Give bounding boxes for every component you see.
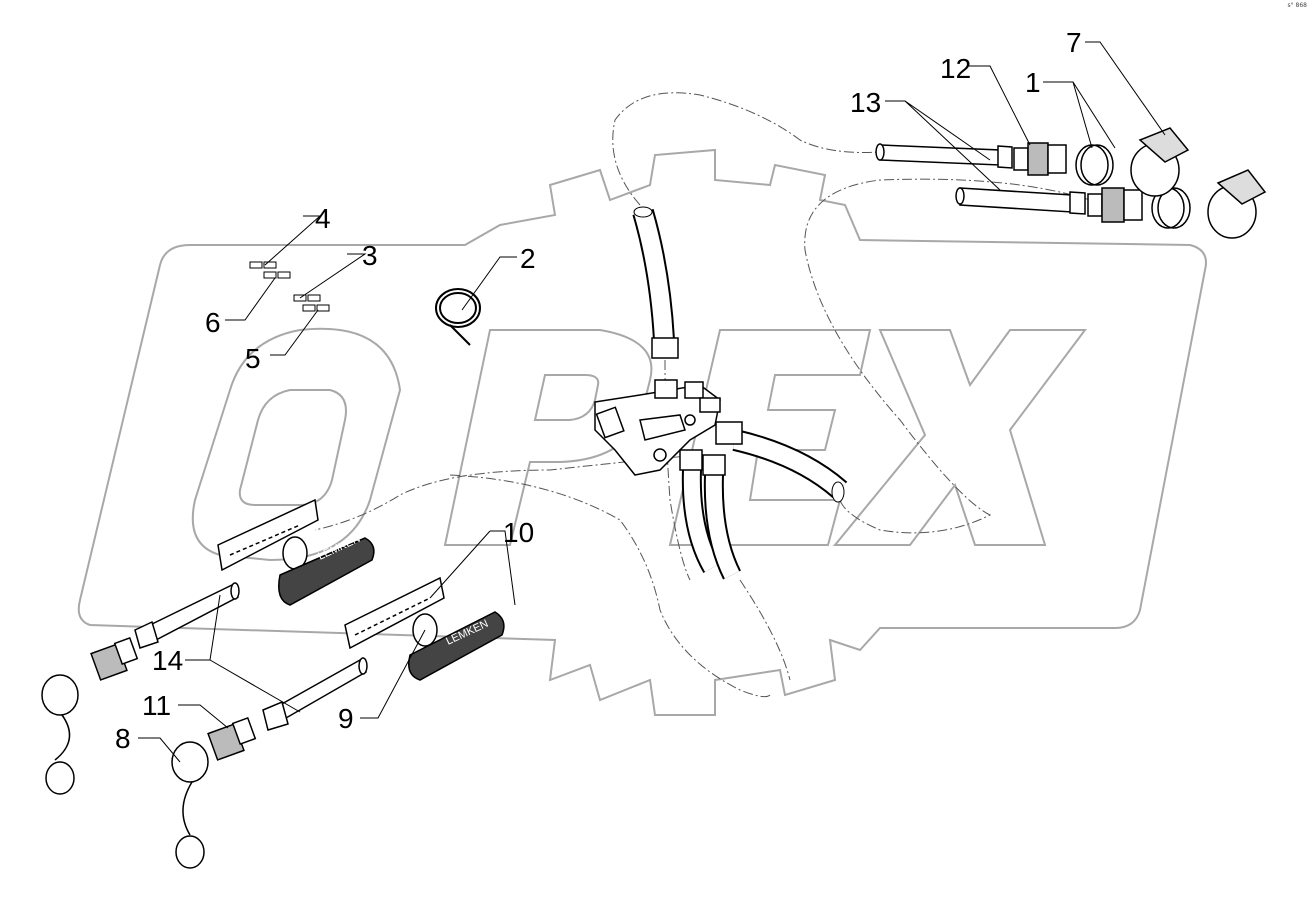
hose-down-pair bbox=[679, 449, 742, 580]
callout-14: 14 bbox=[152, 645, 183, 676]
dust-caps-top bbox=[1130, 127, 1267, 239]
callout-12: 12 bbox=[940, 53, 971, 84]
callout-10: 10 bbox=[503, 517, 534, 548]
handle-grip-left bbox=[217, 498, 375, 606]
routing-line-right bbox=[804, 178, 1091, 534]
callout-1: 1 bbox=[1025, 67, 1041, 98]
hose-right bbox=[715, 421, 848, 503]
corner-code: s° 868 bbox=[1287, 2, 1308, 9]
callout-8: 8 bbox=[115, 723, 131, 754]
hose-top-pair bbox=[875, 143, 1086, 215]
hose-upper bbox=[632, 206, 679, 359]
callout-3: 3 bbox=[362, 240, 378, 271]
coupling-top bbox=[1013, 142, 1143, 223]
routing-line-upper bbox=[612, 92, 881, 206]
watermark-gear-outline bbox=[77, 148, 1207, 716]
dust-caps-bottom bbox=[41, 674, 209, 869]
watermark-letter-e bbox=[668, 329, 872, 546]
callout-6: 6 bbox=[205, 307, 221, 338]
callout-11: 11 bbox=[142, 690, 171, 721]
leader-lines bbox=[138, 41, 1166, 763]
callout-4: 4 bbox=[315, 203, 331, 234]
opex-watermark bbox=[77, 148, 1207, 716]
callout-labels: 1 2 3 4 5 6 7 8 9 10 11 12 13 14 bbox=[115, 27, 1082, 754]
seal-rings bbox=[1075, 144, 1191, 229]
callout-9: 9 bbox=[338, 703, 354, 734]
valve-block bbox=[594, 379, 721, 476]
hose-lower-pair bbox=[134, 582, 368, 731]
coupling-bottom bbox=[90, 636, 257, 761]
callout-2: 2 bbox=[520, 243, 536, 274]
callout-5: 5 bbox=[245, 343, 261, 374]
callout-13: 13 bbox=[850, 87, 881, 118]
handle-grip-right bbox=[344, 576, 505, 681]
watermark-letter-x bbox=[832, 329, 1087, 546]
callout-7: 7 bbox=[1066, 27, 1082, 58]
watermark-letter-o bbox=[191, 327, 402, 562]
hose-clamp bbox=[435, 288, 481, 346]
